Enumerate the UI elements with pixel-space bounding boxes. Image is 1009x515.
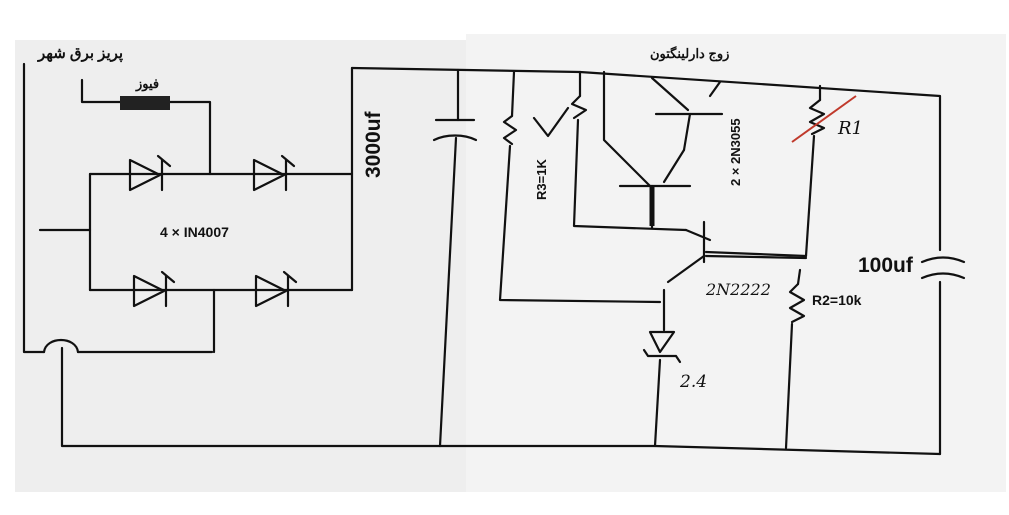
r1-label: R1 <box>838 118 864 139</box>
socket-arc <box>42 338 80 354</box>
fuse-body <box>120 96 170 110</box>
cap-3000-bottom <box>438 136 458 448</box>
r1-down <box>804 134 816 258</box>
q3-collector <box>704 250 808 258</box>
cap-100-plate1 <box>920 256 966 264</box>
cap-100-label: 100uf <box>858 254 913 277</box>
transistors-label: 2 × 2N3055 <box>728 118 743 186</box>
r4-body <box>570 94 588 120</box>
diode-3 <box>132 270 176 308</box>
q3-emitter <box>666 254 706 284</box>
paper-right <box>466 34 1006 492</box>
r4-down <box>572 118 688 232</box>
r1-mark <box>791 95 857 143</box>
q3-base <box>684 228 712 242</box>
diode-1 <box>128 154 172 192</box>
link-q3-r2 <box>704 254 808 260</box>
q1-emitter <box>708 80 722 98</box>
zener-down <box>653 358 662 448</box>
diodes-label: 4 × IN4007 <box>160 224 229 240</box>
zener-bar <box>642 348 682 364</box>
r2-label: R2=10k <box>812 292 862 308</box>
r3-label: R3=1K <box>534 159 549 200</box>
r3-wire <box>510 70 516 118</box>
q1-base-link <box>682 112 692 152</box>
diode-2 <box>252 154 296 192</box>
r1-body <box>808 98 826 136</box>
transistor-2n2222-label: 2N2222 <box>706 280 771 299</box>
q2-wire <box>602 70 652 188</box>
mains-wire-left <box>22 62 46 354</box>
zener-label: 2.4 <box>680 372 708 392</box>
r2-body <box>788 282 806 324</box>
r3-down <box>498 144 662 304</box>
positive-rail <box>350 66 942 252</box>
paper-left <box>15 40 470 492</box>
diode-4 <box>254 270 298 308</box>
return-wire <box>60 346 442 448</box>
fuse-wire-right <box>168 100 212 176</box>
zener <box>648 330 676 354</box>
mains-socket-label: پریز برق شهر <box>38 45 124 62</box>
cap-100-plate2 <box>920 272 966 280</box>
cap-3000-label: 3000uf <box>362 111 385 178</box>
r3-body <box>502 114 518 146</box>
cap-3000-curve <box>432 134 478 142</box>
q2-emitter <box>662 148 686 184</box>
r2-wire <box>796 268 802 286</box>
fuse-wire <box>80 78 122 104</box>
r3-arrow <box>532 106 570 138</box>
q1-collector <box>650 76 690 112</box>
darlington-label: زوج دارلینگتون <box>650 46 730 61</box>
r2-down <box>784 322 794 450</box>
ground-rail <box>438 444 942 456</box>
fuse-label: فیوز <box>136 76 160 91</box>
